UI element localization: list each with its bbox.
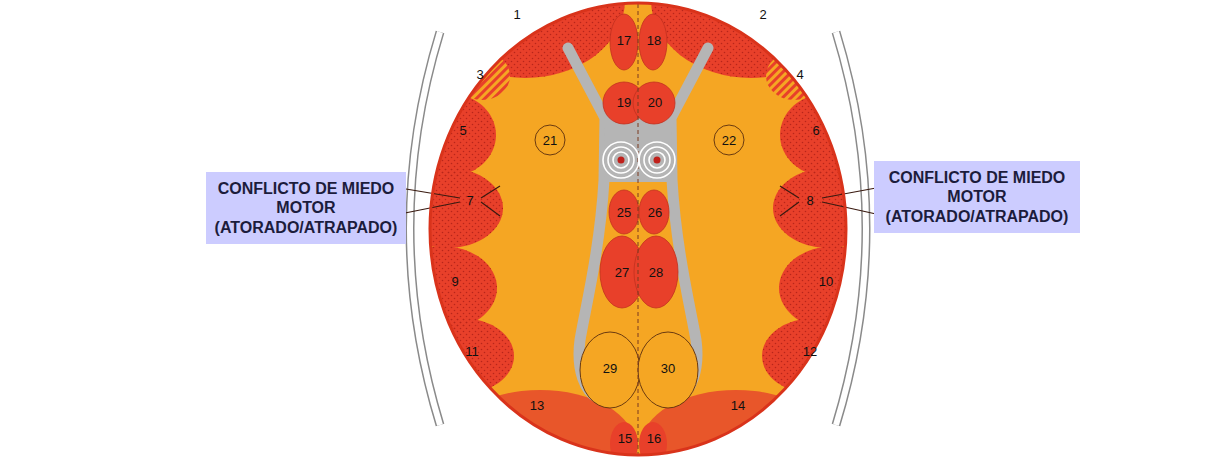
target-ring — [639, 142, 675, 178]
callout-number: 9 — [451, 275, 458, 288]
conflict-box: CONFLICTO DE MIEDO MOTOR (ATORADO/ATRAPA… — [874, 161, 1080, 233]
target-ring — [649, 152, 665, 168]
target-ring — [644, 147, 670, 173]
region-15 — [610, 422, 638, 457]
callout-number: 12 — [803, 345, 817, 358]
callout-number: 10 — [819, 275, 833, 288]
callout-number: 28 — [649, 266, 663, 279]
region-7-lines — [400, 186, 500, 216]
callout-number: 6 — [812, 124, 819, 137]
region-28 — [634, 236, 678, 308]
medial-regions — [600, 14, 678, 308]
callout-number: 29 — [603, 362, 617, 375]
target-center — [654, 157, 661, 164]
callout-number: 14 — [731, 399, 745, 412]
target-ring — [613, 152, 629, 168]
callout-number: 21 — [543, 134, 557, 147]
callout-number: 1 — [513, 8, 520, 21]
callout-number: 5 — [459, 124, 466, 137]
callout-number: 11 — [465, 345, 479, 358]
callout-number: 27 — [615, 266, 629, 279]
region-26 — [639, 190, 669, 234]
callout-number: 15 — [618, 432, 632, 445]
lateral-regions — [387, 0, 889, 457]
callout-number: 18 — [647, 34, 661, 47]
outlined-regions — [535, 125, 744, 408]
region-18 — [639, 14, 667, 70]
box-text: CONFLICTO DE MIEDO MOTOR (ATORADO/ATRAPA… — [214, 179, 398, 237]
callout-number: 13 — [530, 399, 544, 412]
callout-number: 19 — [617, 96, 631, 109]
region-21 — [535, 125, 565, 155]
region-17 — [610, 14, 638, 70]
callout-number: 17 — [617, 34, 631, 47]
region-16 — [639, 422, 667, 457]
callout-number: 4 — [796, 68, 803, 81]
conflict-target — [603, 142, 675, 178]
target-ring — [603, 142, 639, 178]
callout-number: 16 — [647, 432, 661, 445]
callout-number: 3 — [476, 68, 483, 81]
region-20 — [633, 82, 675, 124]
callout-number: 20 — [648, 96, 662, 109]
region-29 — [580, 332, 640, 408]
midline — [638, 4, 639, 454]
brain-outline — [430, 3, 846, 455]
callout-number: 7 — [466, 194, 473, 207]
callout-number: 8 — [806, 194, 813, 207]
region-30 — [638, 332, 698, 408]
region-22 — [714, 125, 744, 155]
callout-number: 26 — [648, 206, 662, 219]
callout-number: 22 — [722, 134, 736, 147]
callout-number: 30 — [661, 362, 675, 375]
callout-number: 25 — [617, 206, 631, 219]
region-25 — [609, 190, 639, 234]
region-8-lines — [780, 186, 876, 216]
target-center — [618, 157, 625, 164]
callout-number: 2 — [759, 8, 766, 21]
conflict-box: CONFLICTO DE MIEDO MOTOR (ATORADO/ATRAPA… — [206, 172, 406, 244]
target-ring — [608, 147, 634, 173]
box-text: CONFLICTO DE MIEDO MOTOR (ATORADO/ATRAPA… — [882, 168, 1072, 226]
